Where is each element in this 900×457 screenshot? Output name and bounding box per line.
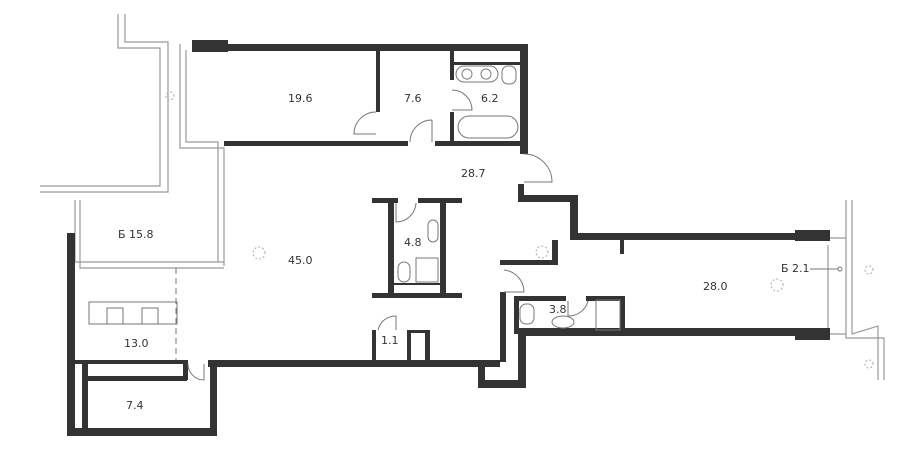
shower-tray-icon (415, 257, 439, 283)
room-label-balcony-left: Б 15.8 (118, 228, 154, 241)
doors (187, 89, 589, 381)
walls (67, 40, 830, 436)
ceiling-point-icons (165, 91, 874, 369)
balcony-leader-line (810, 266, 843, 272)
double-sink-icon (455, 65, 499, 83)
room-label-closet: 1.1 (381, 334, 399, 347)
room-label-bedroom-2: 28.0 (703, 280, 728, 293)
sink-bowls-icon (461, 68, 492, 80)
bathtub-icon (457, 115, 519, 139)
room-label-storage: 7.4 (126, 399, 144, 412)
room-label-kitchen: 13.0 (124, 337, 149, 350)
shower-room-toilet-icon (519, 303, 535, 325)
room-label-bathroom-guest: 4.8 (404, 236, 422, 249)
room-label-balcony-right: Б 2.1 (781, 262, 810, 275)
room-label-hall: 28.7 (461, 167, 486, 180)
kitchen-counter (88, 301, 178, 325)
room-labels: 19.6 7.6 6.2 28.7 45.0 Б 15.8 4.8 13.0 7.4 1.1 3.8… (118, 92, 810, 412)
cooktop-icon (141, 307, 159, 325)
room-label-living: 45.0 (288, 254, 313, 267)
shower-room-cabinet-icon (595, 299, 621, 331)
toilet-icon (501, 65, 517, 85)
shower-room-sink-icon (551, 315, 575, 329)
guest-toilet-icon (397, 261, 411, 283)
room-label-bedroom: 19.6 (288, 92, 313, 105)
oven-icon (106, 307, 124, 325)
guest-sink-icon (427, 219, 439, 243)
room-label-shower-room: 3.8 (549, 303, 567, 316)
room-label-bathroom-main: 6.2 (481, 92, 499, 105)
facade-lines (40, 14, 885, 380)
fixtures (88, 65, 874, 369)
room-label-wardrobe: 7.6 (404, 92, 422, 105)
